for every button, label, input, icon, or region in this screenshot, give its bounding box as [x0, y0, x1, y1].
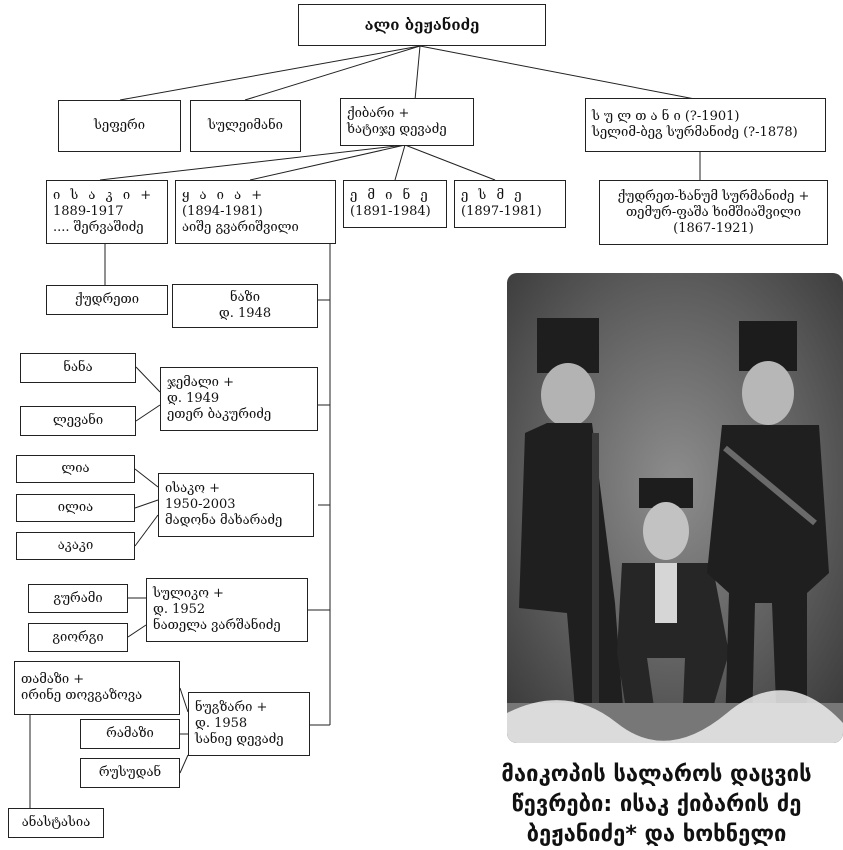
person-name: ნაზი: [230, 290, 260, 305]
person-name: ი ს ა კ ი +: [53, 188, 155, 203]
person-yaia: ყ ა ი ა + (1894-1981) აიშე გვარიშვილი: [175, 180, 336, 244]
spouse-name: სანიე დევაძე: [195, 732, 284, 747]
person-rusudan: რუსუდან: [80, 758, 180, 788]
person-ramazi: რამაზი: [80, 719, 180, 749]
person-name: ქიბარი +: [347, 106, 410, 121]
person-dates: (1867-1921): [673, 220, 754, 236]
person-name: ჯემალი +: [167, 375, 234, 390]
photo-caption: მაიკოპის სალაროს დაცვის წევრები: ისაკ ქი…: [470, 760, 843, 850]
person-giorgi: გიორგი: [28, 623, 128, 652]
person-levani: ლევანი: [20, 406, 136, 436]
person-name: ნუგზარი +: [195, 700, 268, 715]
person-kibari: ქიბარი + ხატიჯე დევაძე: [340, 98, 474, 146]
spouse-name: ირინე თოვგაზოვა: [21, 688, 143, 703]
person-suleimani: სულეიმანი: [190, 100, 301, 152]
person-name: გურამი: [53, 590, 103, 606]
person-name: ლია: [61, 461, 90, 476]
spouse-name: ხატიჯე დევაძე: [347, 122, 447, 137]
spouse-name: .... შერვაშიძე: [53, 220, 144, 235]
person-akaki: აკაკი: [16, 532, 135, 560]
person-name: სეფერი: [93, 118, 146, 133]
person-name: თამაზი +: [21, 672, 85, 687]
person-name: სულიკო +: [153, 586, 224, 601]
caption-line: წევრები: ისაკ ქიბარის ძე: [511, 792, 802, 817]
person-nazi: ნაზი დ. 1948: [172, 284, 318, 328]
person-name: ე ს მ ე: [461, 188, 525, 203]
person-nugzari: ნუგზარი + დ. 1958 სანიე დევაძე: [188, 692, 310, 756]
person-name: გიორგი: [52, 629, 104, 645]
person-dates: დ. 1958: [195, 716, 248, 731]
spouse-name: სელიმ-ბეგ სურმანიძე (?-1878): [592, 125, 798, 140]
caption-line: მაიკოპის სალაროს დაცვის: [501, 762, 812, 787]
person-sepheri: სეფერი: [58, 100, 181, 152]
person-isako: ისაკო + 1950-2003 მადონა მახარაძე: [158, 473, 314, 537]
person-suliko: სულიკო + დ. 1952 ნათელა ვარშანიძე: [146, 578, 308, 642]
person-dates: (1891-1984): [350, 204, 431, 219]
person-name: ლევანი: [52, 413, 104, 428]
person-name: რამაზი: [106, 726, 154, 741]
person-dates: დ. 1949: [167, 391, 220, 406]
person-name: ს უ ლ თ ა ნ ი (?-1901): [592, 109, 740, 124]
person-dates: 1889-1917: [53, 204, 124, 219]
person-dates: 1950-2003: [165, 497, 236, 512]
spouse-name: ეთერ ბაკურიძე: [167, 407, 272, 422]
person-name: აკაკი: [57, 538, 94, 553]
person-name: სულეიმანი: [208, 118, 283, 133]
person-dates: დ. 1948: [218, 306, 272, 321]
person-tamazi: თამაზი + ირინე თოვგაზოვა: [14, 661, 180, 715]
person-dates: დ. 1952: [153, 602, 206, 617]
person-jemali: ჯემალი + დ. 1949 ეთერ ბაკურიძე: [160, 367, 318, 431]
person-dates: (1897-1981): [461, 204, 542, 219]
person-name: ე მ ი ნ ე: [350, 188, 431, 203]
person-name: ილია: [57, 500, 94, 515]
person-nana: ნანა: [20, 353, 136, 383]
person-isaki: ი ს ა კ ი + 1889-1917 .... შერვაშიძე: [46, 180, 168, 244]
root-box: ალი ბეჟანიძე: [298, 4, 546, 46]
person-kudret: ქუდრეთ-ხანუმ სურმანიძე + თემურ-ფაშა ხიმშ…: [599, 180, 828, 245]
historical-photo: [507, 273, 843, 743]
person-sultani: ს უ ლ თ ა ნ ი (?-1901) სელიმ-ბეგ სურმანი…: [585, 98, 826, 152]
person-esme: ე ს მ ე (1897-1981): [454, 180, 566, 228]
photo-illustration: [507, 273, 843, 743]
person-lia: ლია: [16, 455, 135, 483]
caption-line: ბეჟანიძე* და ხოხნელი: [526, 822, 787, 847]
person-name: ქუდრეთ-ხანუმ სურმანიძე +: [617, 188, 810, 204]
person-name: ქუდრეთი: [75, 292, 139, 307]
spouse-name: აიშე გვარიშვილი: [182, 220, 299, 235]
person-ilia: ილია: [16, 494, 135, 522]
person-anastasia: ანასტასია: [8, 808, 104, 838]
person-gurami: გურამი: [28, 584, 128, 613]
person-name: ანასტასია: [21, 815, 91, 830]
person-name: ისაკო +: [165, 481, 221, 496]
person-kudreti: ქუდრეთი: [46, 285, 168, 315]
spouse-name: ნათელა ვარშანიძე: [153, 618, 281, 633]
spouse-name: მადონა მახარაძე: [165, 513, 283, 528]
root-name: ალი ბეჟანიძე: [364, 16, 480, 34]
person-name: ნანა: [63, 360, 93, 375]
person-dates: (1894-1981): [182, 204, 263, 219]
person-name: ყ ა ი ა +: [182, 188, 266, 203]
spouse-name: თემურ-ფაშა ხიმშიაშვილი: [625, 204, 801, 220]
person-emine: ე მ ი ნ ე (1891-1984): [343, 180, 447, 228]
person-name: რუსუდან: [98, 765, 162, 780]
